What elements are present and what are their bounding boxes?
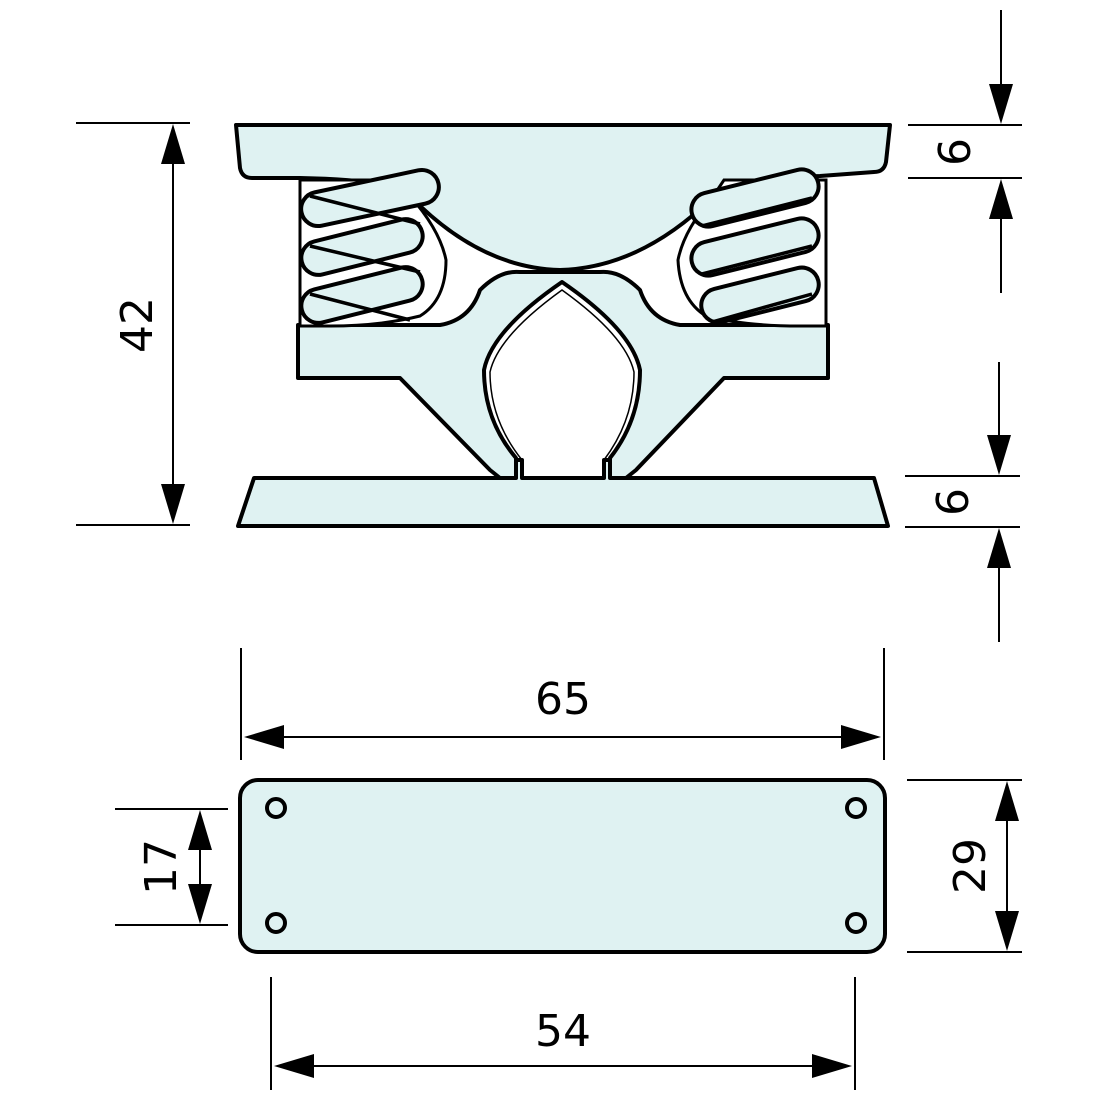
dimension-label-42: 42: [112, 297, 163, 353]
right-spring: [689, 167, 821, 325]
side-view: [234, 123, 892, 528]
mounting-hole-top-right: [845, 797, 867, 819]
dimension-hole-spacing-length: 54: [270, 977, 856, 1090]
base-plate-outline: [238, 778, 887, 954]
dimension-label-54: 54: [535, 1006, 591, 1057]
dimension-label-6-bottom: 6: [928, 488, 979, 516]
dimension-overall-height: 42: [76, 122, 190, 526]
dimension-overall-width: 29: [907, 779, 1022, 953]
dimension-bottom-plate-thickness: 6: [905, 362, 1020, 642]
dimension-label-29: 29: [945, 838, 996, 894]
dimension-top-plate-thickness: 6: [908, 10, 1022, 293]
omega-slot-inner: [489, 289, 635, 461]
dimension-label-17: 17: [136, 839, 187, 895]
top-plate: [234, 123, 892, 272]
omega-slot: [482, 280, 642, 459]
bottom-plate: [236, 458, 890, 528]
dimension-overall-length: 65: [240, 648, 885, 760]
mounting-hole-bottom-right: [845, 912, 867, 934]
mounting-hole-bottom-left: [265, 912, 287, 934]
plan-view: [238, 778, 887, 954]
dimension-label-6-top: 6: [930, 138, 981, 166]
dimension-label-65: 65: [535, 674, 591, 725]
left-spring: [299, 167, 441, 325]
mounting-hole-top-left: [265, 797, 287, 819]
dimension-hole-spacing-width: 17: [115, 808, 228, 926]
